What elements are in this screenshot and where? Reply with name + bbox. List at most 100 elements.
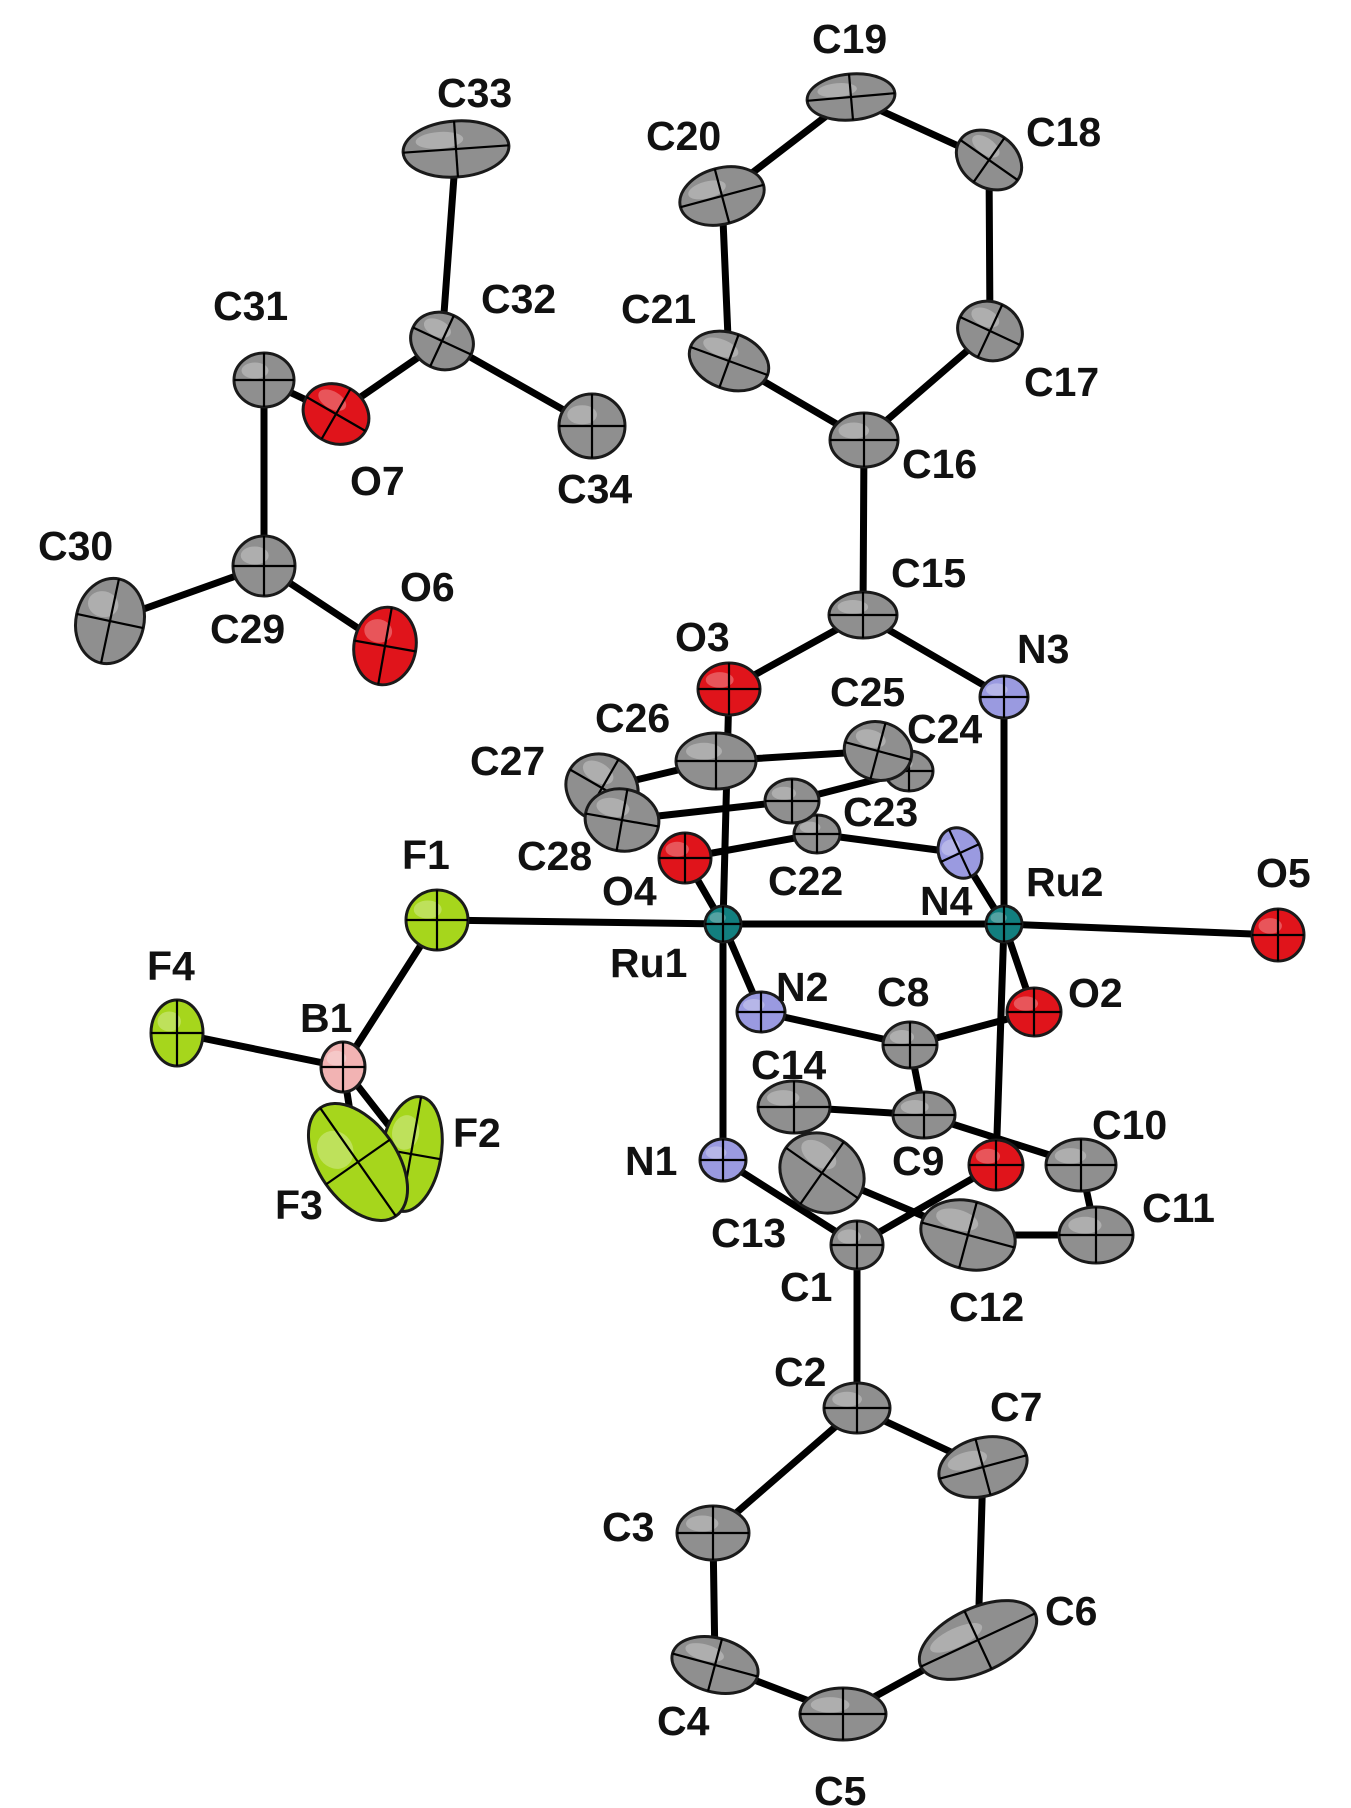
atom-c30 [74,576,146,666]
atom-highlight [855,729,886,748]
atom-o4 [657,831,713,885]
atom-highlight [930,1623,983,1653]
atom-highlight [87,591,119,618]
atom-label-o5: O5 [1256,850,1311,896]
atom-label-c14: C14 [751,1042,826,1088]
ellipsoid-axis [320,388,352,440]
ellipsoid-axis [799,1141,845,1205]
atom-highlight [837,1229,861,1244]
atom-highlight [415,131,464,149]
atom-c18 [954,128,1024,192]
atom-highlight [686,742,722,760]
atom-c23 [763,777,821,825]
atom-o5 [1250,907,1306,963]
atom-c15 [827,590,899,640]
atom-label-c23: C23 [843,789,918,835]
atom-label-ru2: Ru2 [1026,859,1103,905]
atom-c19 [805,72,897,122]
atom-highlight [1013,996,1039,1011]
labels-layer: C1C2C3C4C5C6C7C8C9C10C11C12C13C14C15C16C… [38,16,1311,1808]
atom-c10 [1044,1137,1118,1193]
atom-highlight [990,912,1007,924]
atom-f1 [404,888,470,952]
atom-highlight [240,546,269,565]
atom-highlight [582,760,614,785]
atom-highlight [567,405,597,425]
atom-c31 [232,351,296,409]
bond-c33-c32 [438,145,460,345]
atom-label-f1: F1 [402,832,450,878]
ellipsoid-axis [713,168,731,224]
atom-label-c20: C20 [646,113,721,159]
atom-c2 [822,1381,892,1435]
atom-highlight [413,900,442,919]
atom-label-o6: O6 [400,564,455,610]
atom-highlight [889,1030,915,1044]
atom-label-n1: N1 [625,1138,677,1184]
atom-highlight [241,362,269,379]
ellipsoid-axis [963,1610,993,1670]
atom-highlight [986,683,1008,696]
atom-o7 [301,382,371,446]
atom-c34 [557,392,627,460]
ellipsoid-axis [974,1438,992,1496]
atom-label-c33: C33 [437,70,512,116]
atom-b1 [319,1040,367,1094]
atom-highlight [157,1011,181,1032]
atom-label-c16: C16 [902,441,977,487]
atom-f4 [149,998,205,1068]
ellipsoid-axis [319,1107,397,1217]
atom-label-c5: C5 [814,1768,866,1808]
atom-n2 [735,990,787,1034]
atom-c22 [792,813,842,855]
atom-label-c32: C32 [481,276,556,322]
ellipsoid-axis [869,722,887,780]
atom-label-c28: C28 [517,833,592,879]
atom-label-c13: C13 [711,1210,786,1256]
atom-c6 [917,1599,1039,1681]
atom-c5 [798,1686,888,1742]
atom-label-c30: C30 [38,523,113,569]
atom-highlight [709,912,726,924]
atom-label-c34: C34 [557,466,632,512]
atom-label-c21: C21 [621,286,696,332]
atom-highlight [316,1130,354,1169]
atom-label-c1: C1 [780,1264,832,1310]
atom-label-c15: C15 [891,550,966,596]
atom-highlight [810,1697,850,1713]
atom-c1 [829,1219,885,1271]
ellipsoid-axis [958,1201,978,1269]
ellipsoid-axis [99,578,121,664]
atom-c7 [937,1435,1029,1499]
ellipsoid-axis [377,607,393,685]
ellipsoid-axis [972,137,1006,183]
ellipsoid-axis [948,828,972,878]
atom-c25 [842,720,914,782]
ellipsoid-axis [847,73,855,121]
atom-label-n3: N3 [1017,626,1069,672]
atom-highlight [686,1515,719,1532]
ellipsoid-axis [976,304,1004,358]
atom-highlight [771,786,797,800]
atom-highlight [900,1100,929,1114]
bond-f1-ru1 [433,916,727,928]
atom-highlight [665,841,689,857]
atom-c21 [687,329,771,393]
atom-highlight [838,422,870,439]
atom-highlight [705,1146,727,1159]
atom-label-c10: C10 [1092,1102,1167,1148]
atom-label-c7: C7 [990,1384,1042,1430]
atom-label-c27: C27 [470,738,545,784]
atom-label-c31: C31 [213,283,288,329]
atom-label-ru1: Ru1 [610,940,687,986]
atom-highlight [1054,1148,1087,1164]
atom-c20 [678,165,766,227]
atom-ru1 [703,904,743,944]
atom-label-o7: O7 [350,458,405,504]
atom-c28 [583,787,661,853]
atom-label-c19: C19 [812,16,887,62]
atom-label-n2: N2 [776,964,828,1010]
atom-highlight [936,1208,979,1232]
atom-label-f2: F2 [453,1110,501,1156]
